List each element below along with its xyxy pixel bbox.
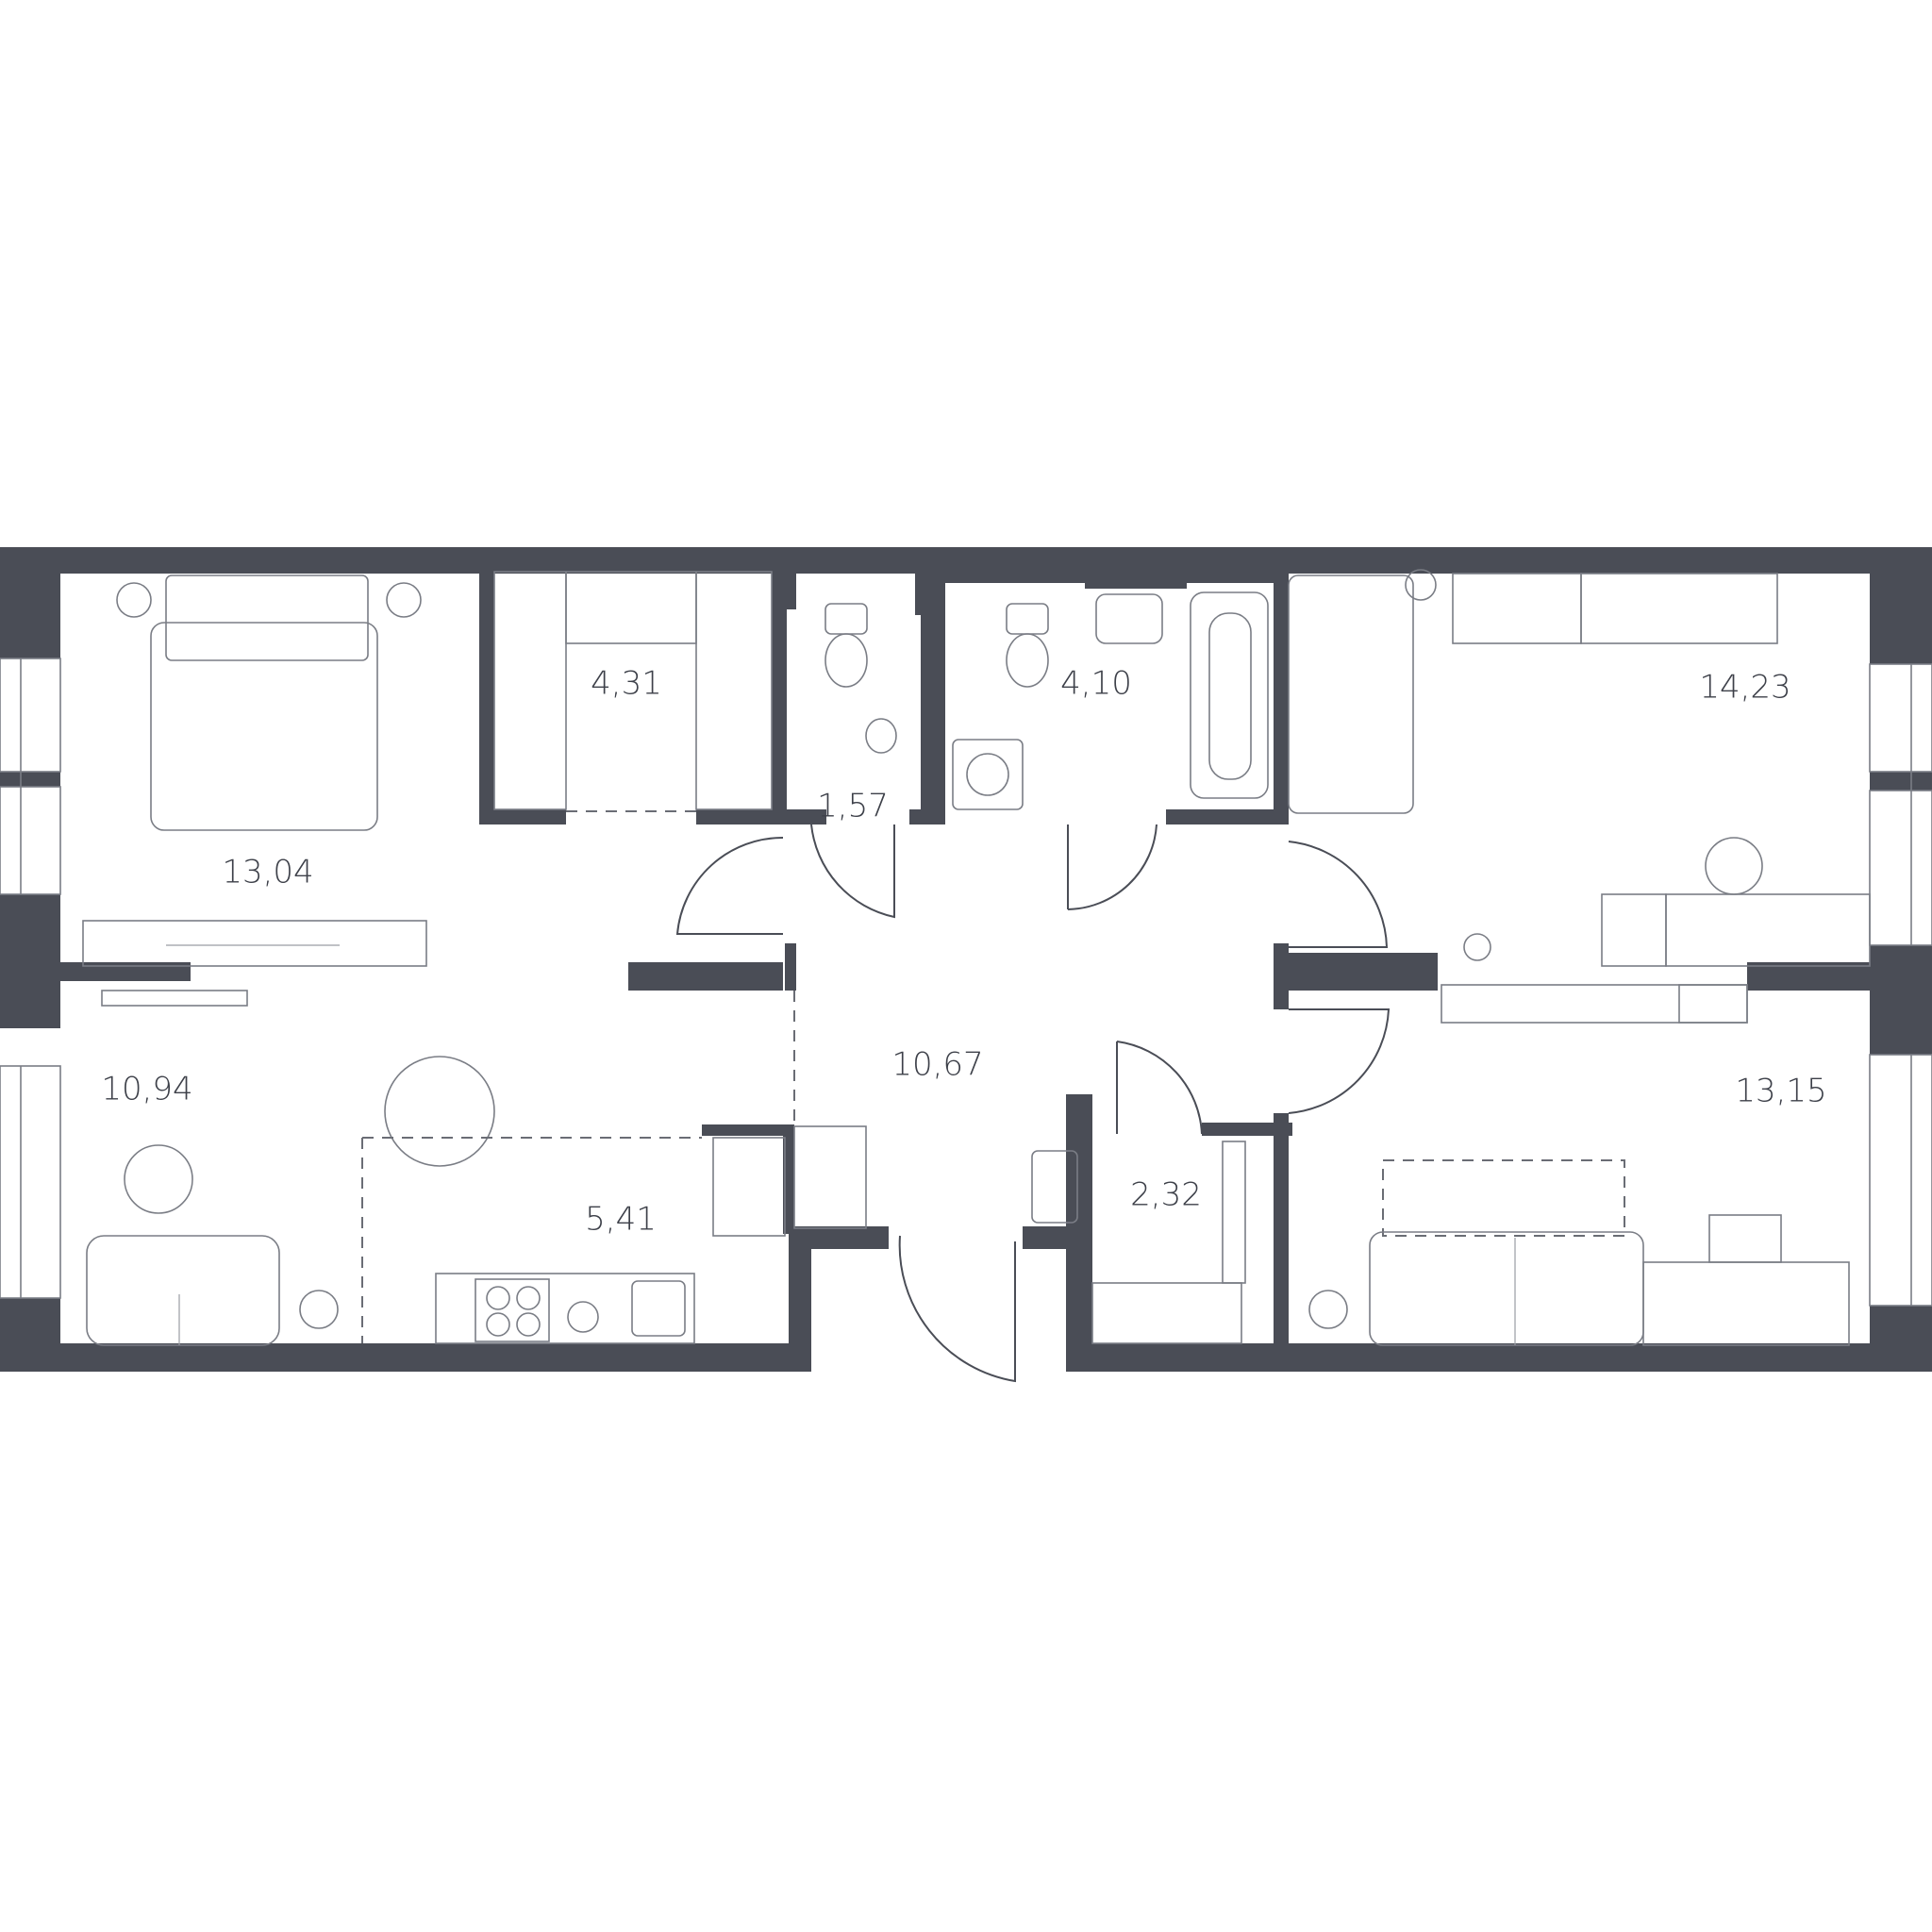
area-label-living-left: 10,94 [101,1071,192,1108]
bedroom-top-left-furniture [82,575,427,967]
area-label-wardrobe: 4,31 [591,665,662,703]
bedroom-top-right-furniture [1288,569,1871,1024]
area-label-wc: 1,57 [817,788,889,825]
walls [0,547,1932,1372]
bath-fixtures [824,591,1269,810]
area-label-kitchen: 5,41 [585,1201,657,1239]
bedroom-bottom-right-furniture [1308,1159,1850,1346]
kitchen-furniture [435,1125,867,1344]
storage-furniture [1031,1141,1246,1344]
living-left-furniture [86,990,702,1346]
area-label-bathroom: 4,10 [1060,665,1132,703]
area-label-bedroom-top-left: 13,04 [222,854,313,891]
area-label-storage: 2,32 [1130,1176,1202,1214]
area-label-bedroom-bottom-right: 13,15 [1735,1073,1826,1110]
area-labels: 13,04 4,31 1,57 4,10 14,23 10,94 5,41 10… [101,665,1826,1239]
wardrobe-room [493,571,773,812]
doors [675,824,1391,1383]
area-label-bedroom-top-right: 14,23 [1699,669,1790,707]
area-label-hall: 10,67 [891,1046,983,1084]
